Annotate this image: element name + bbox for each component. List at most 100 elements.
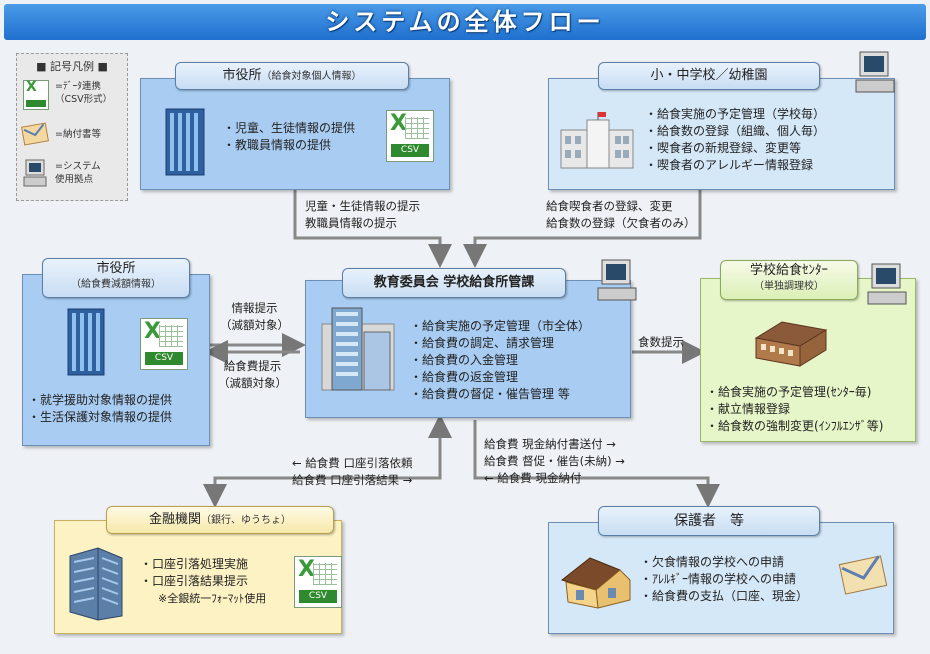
kitchen-sub: （単独調理校）: [754, 281, 824, 292]
flow-label: ← 給食費 口座引落依頼給食費 口座引落結果 →: [292, 455, 412, 489]
list-item: 給食実施の予定管理（市全体）: [410, 318, 590, 335]
bank-building-icon: [69, 547, 123, 621]
legend-label: =納付書等: [55, 129, 101, 140]
kitchen-building-icon: [754, 321, 828, 367]
legend-item-envelope: =納付書等: [21, 120, 125, 154]
office-building-icon: [321, 307, 395, 391]
schools-list: 給食実施の予定管理（学校毎） 給食数の登録（組織、個人毎） 喫食者の新規登録、変…: [645, 106, 825, 174]
computer-icon: [867, 263, 907, 305]
csv-tag: CSV: [299, 590, 337, 603]
center-list: 給食実施の予定管理（市全体） 給食費の調定、請求管理 給食費の入金管理 給食費の…: [410, 318, 590, 403]
legend-title: ■ 記号凡例 ■: [36, 60, 108, 73]
flow-text: 給食費 督促・催告(未納) →: [484, 454, 625, 468]
list-item: 給食費の督促・催告管理 等: [410, 386, 590, 403]
list-item: 給食費の調定、請求管理: [410, 335, 590, 352]
flow-label: 給食費 現金納付書送付 → 給食費 督促・催告(未納) → ← 給食費 現金納付: [484, 436, 625, 487]
computer-icon: [597, 259, 637, 301]
city-hall-personal-list: 児童、生徒情報の提供 教職員情報の提供: [223, 120, 355, 154]
flow-text: 児童・生徒情報の提示: [305, 199, 420, 213]
legend-label: （CSV形式）: [55, 94, 113, 105]
city-hall-name: 市役所: [222, 68, 262, 83]
flow-text: 教職員情報の提示: [305, 216, 397, 230]
flow-label: 給食喫食者の登録、変更給食数の登録（欠食者のみ）: [546, 198, 696, 232]
flow-text: （減額対象）: [220, 318, 289, 332]
list-item: 教職員情報の提供: [223, 137, 355, 154]
csv-icon: X: [23, 79, 49, 110]
title-bar: システムの全体フロー: [4, 4, 926, 40]
flow-text: 食数提示: [638, 335, 684, 349]
flow-text: 給食喫食者の登録、変更: [546, 199, 673, 213]
house-icon: [560, 557, 631, 609]
list-item: 給食費の入金管理: [410, 352, 590, 369]
city-hall-sub: （給食対象個人情報）: [261, 71, 362, 82]
envelope-icon: [838, 555, 888, 595]
bank-sub: （銀行、ゆうちょ）: [201, 515, 291, 526]
flow-text: 給食費提示: [223, 359, 282, 373]
list-item: 献立情報登録: [706, 401, 883, 418]
list-item: ｱﾚﾙｷﾞｰ情報の学校への申請: [640, 571, 808, 588]
bank-note: ※全銀統一ﾌｫｰﾏｯﾄ使用: [158, 592, 267, 605]
flow-text: 情報提示: [231, 301, 278, 315]
list-item: 口座引落処理実施: [140, 556, 248, 573]
flow-label: 食数提示: [638, 334, 684, 351]
city-hall-name: 市役所: [96, 261, 136, 276]
legend-label: =システム: [55, 161, 101, 172]
city-hall-personal-header: 市役所（給食対象個人情報）: [175, 62, 409, 90]
flow-text: 給食数の登録（欠食者のみ）: [546, 216, 696, 230]
flow-label: 情報提示 （減額対象）: [220, 300, 289, 334]
office-building-icon: [165, 108, 205, 176]
list-item: 喫食者のアレルギー情報登録: [645, 157, 825, 174]
csv-tag: CSV: [145, 352, 183, 365]
office-building-icon: [67, 308, 105, 376]
legend-label: =ﾃﾞｰﾀ連携: [55, 81, 101, 92]
guardians-list: 欠食情報の学校への申請 ｱﾚﾙｷﾞｰ情報の学校への申請 給食費の支払（口座、現金…: [640, 554, 808, 605]
city-hall-sub: （給食費減額情報）: [71, 279, 161, 290]
flow-text: 給食費 現金納付書送付 →: [484, 437, 616, 451]
flow-text: （減額対象）: [218, 376, 287, 390]
list-item: 喫食者の新規登録、変更等: [645, 140, 825, 157]
guardians-header: 保護者 等: [598, 506, 820, 536]
list-item: 児童、生徒情報の提供: [223, 120, 355, 137]
computer-icon: [23, 159, 47, 187]
list-item: 給食数の強制変更(ｲﾝﾌﾙｴﾝｻﾞ等): [706, 418, 883, 435]
schools-header: 小・中学校／幼稚園: [598, 62, 820, 90]
legend: ■ 記号凡例 ■ X =ﾃﾞｰﾀ連携 （CSV形式） =納付書等 =システム使用拠…: [16, 53, 128, 201]
kitchen-header: 学校給食ｾﾝﾀｰ （単独調理校）: [720, 260, 858, 300]
flow-text: ← 給食費 口座引落依頼: [292, 456, 413, 470]
bank-header: 金融機関（銀行、ゆうちょ）: [106, 506, 334, 534]
guardians-name: 保護者 等: [674, 513, 744, 529]
list-item: 給食費の返金管理: [410, 369, 590, 386]
flow-text: ← 給食費 現金納付: [484, 471, 582, 485]
list-item: 給食実施の予定管理(ｾﾝﾀｰ毎): [706, 384, 883, 401]
legend-item-csv: X =ﾃﾞｰﾀ連携 （CSV形式）: [21, 78, 125, 112]
flow-label: 給食費提示 （減額対象）: [218, 358, 287, 392]
legend-label: 使用拠点: [55, 174, 94, 185]
city-hall-reduction-list: 就学援助対象情報の提供 生活保護対象情報の提供: [28, 392, 172, 426]
list-item: 給食実施の予定管理（学校毎）: [645, 106, 825, 123]
center-name: 教育委員会 学校給食所管課: [373, 275, 535, 290]
center-header: 教育委員会 学校給食所管課: [342, 268, 566, 298]
list-item: 就学援助対象情報の提供: [28, 392, 172, 409]
bank-name: 金融機関: [148, 512, 201, 527]
list-item: 欠食情報の学校への申請: [640, 554, 808, 571]
kitchen-list: 給食実施の予定管理(ｾﾝﾀｰ毎) 献立情報登録 給食数の強制変更(ｲﾝﾌﾙｴﾝｻ…: [706, 384, 883, 435]
kitchen-name: 学校給食ｾﾝﾀｰ: [749, 263, 828, 278]
page-title: システムの全体フロー: [325, 8, 605, 36]
bank-list: 口座引落処理実施 口座引落結果提示: [140, 556, 248, 590]
legend-item-computer: =システム使用拠点: [21, 158, 125, 192]
list-item: 給食数の登録（組織、個人毎）: [645, 123, 825, 140]
list-item: 給食費の支払（口座、現金）: [640, 588, 808, 605]
csv-tag: CSV: [391, 144, 429, 157]
list-item: 生活保護対象情報の提供: [28, 409, 172, 426]
computer-icon: [855, 51, 895, 93]
flow-text: 給食費 口座引落結果 →: [292, 473, 413, 487]
list-item: 口座引落結果提示: [140, 573, 248, 590]
envelope-icon: [21, 122, 49, 146]
city-hall-reduction-header: 市役所 （給食費減額情報）: [42, 258, 190, 298]
school-building-icon: [560, 112, 634, 169]
schools-name: 小・中学校／幼稚園: [650, 68, 768, 83]
